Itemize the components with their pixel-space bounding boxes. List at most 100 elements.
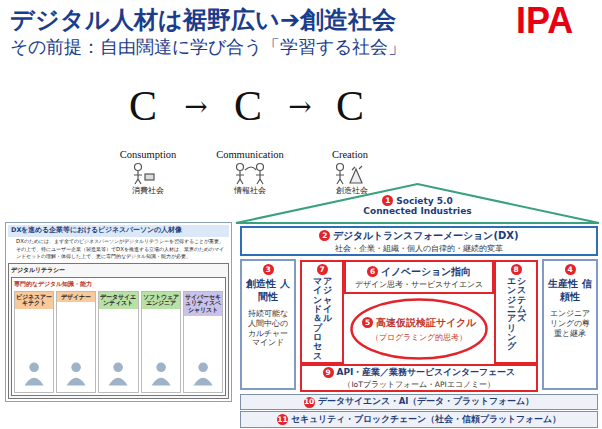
role-icon	[99, 358, 137, 388]
role-icon	[142, 358, 180, 388]
text-row: 5高速仮説検証サイクル	[362, 316, 476, 330]
letter: C	[129, 82, 157, 130]
node-heading: API・産業／業務サービスインターフェース	[337, 366, 516, 379]
role-box: ソフトウェアエンジニア	[141, 291, 181, 393]
role-icon	[184, 358, 222, 388]
icon-head	[198, 362, 208, 372]
stage-name: Creation	[332, 149, 368, 161]
callout-number: 7	[317, 264, 328, 275]
node-heading: セキュリティ・ブロックチェーン（社会・信頼プラットフォーム）	[291, 414, 561, 426]
stage-society: 情報社会	[234, 186, 266, 195]
text-row: 10データサイエンス・AI（データ・プラットフォーム）	[304, 396, 535, 408]
icon-body	[109, 378, 128, 386]
band-box: 6イノベーション指向デザイン思考・サービスサイエンス	[344, 260, 494, 294]
icon-head	[29, 362, 39, 372]
callout-number: 2	[319, 230, 330, 241]
stage-society: 創造社会	[336, 186, 368, 195]
roof-shape	[236, 184, 599, 223]
callout-number: 6	[367, 266, 378, 277]
icon-body	[151, 378, 170, 386]
role-icon	[57, 358, 95, 388]
vertical-text: システムズ	[517, 277, 526, 352]
node-subtext: デザイン思考・サービスサイエンス	[355, 280, 483, 290]
callout-number: 11	[277, 414, 288, 425]
text-columns: アジャイルマインド＆プロセス	[313, 277, 332, 361]
pillar-box: 3 創造性 人間性持続可能な人間中心のカルチャーマインド	[240, 259, 296, 390]
stage-name: Communication	[216, 149, 284, 161]
role-name: サイバーセキュリティスペシャリスト	[184, 292, 222, 316]
node-heading: 創造性 人間性	[245, 278, 291, 303]
band-box: 10データサイエンス・AI（データ・プラットフォーム）	[240, 394, 598, 410]
callout-number: 1	[382, 195, 393, 206]
band-box: 2デジタルトランスフォーメーション(DX)社会・企業・組織・個人の自律的・継続的…	[240, 226, 598, 256]
role-box: デザイナー	[56, 291, 96, 393]
bullet-text: その上で、特にユーザー企業（製造業等）でDXを推進する立場の人材は、業界のための…	[8, 245, 229, 260]
icon-body	[25, 378, 44, 386]
role-name: データサイエンティスト	[99, 292, 137, 309]
role-name: ソフトウェアエンジニア	[142, 292, 180, 309]
box-heading: 専門的なデジタル知識・能力	[14, 280, 223, 289]
cycle-oval: 5高速仮説検証サイクル （プログラミング的思考）	[350, 298, 488, 360]
node-subtext: （プログラミング的思考）	[371, 332, 467, 343]
node-heading: 生産性 信頼性	[547, 278, 593, 303]
callout-number: 8	[511, 264, 522, 275]
logo: IPA	[516, 0, 573, 41]
oval-outline	[350, 298, 488, 360]
vertical-text: マインド＆プロセス	[313, 277, 322, 361]
node-subtext: 持続可能な人間中心のカルチャーマインド	[245, 309, 291, 348]
letter: C	[234, 82, 262, 130]
roof-triangle: 1Society 5.0Connected Industries	[235, 183, 600, 224]
role-name: ビジネスアーキテクト	[15, 292, 53, 309]
text-row: 11セキュリティ・ブロックチェーン（社会・信頼プラットフォーム）	[277, 414, 561, 426]
literacy-box: デジタルリテラシー専門的なデジタル知識・能力ビジネスアーキテクトデザイナーデータ…	[8, 263, 229, 399]
icon-body	[193, 378, 212, 386]
subtitle: その前提：自由闊達に学び合う「学習する社会」	[10, 37, 406, 58]
box-heading: デジタルリテラシー	[11, 266, 226, 275]
vertical-text: アジャイル	[323, 277, 332, 361]
role-name: デザイナー	[57, 292, 95, 303]
role-box: サイバーセキュリティスペシャリスト	[183, 291, 223, 393]
letter: C	[336, 82, 364, 130]
icon-body	[67, 378, 86, 386]
node-subtext: エンジニアリングの尊重と継承	[547, 309, 593, 338]
vertical-text: エンジニアリング	[507, 277, 516, 352]
icon-head	[156, 362, 166, 372]
role-icon	[15, 358, 53, 388]
node-subtext: 社会・企業・組織・個人の自律的・継続的変革	[335, 244, 503, 254]
persona-panel: DXを進める企業等におけるビジネスパーソンの人材像DXのためには、まず全てのビジ…	[5, 222, 232, 402]
band-box: 9API・産業／業務サービスインターフェース（IoTプラットフォーム・APIエコ…	[300, 364, 538, 392]
person-icons	[134, 164, 362, 185]
title: デジタル人材は裾野広い➔創造社会	[10, 4, 396, 36]
node-heading: Society 5.0	[396, 196, 452, 206]
red-column: 8 システムズエンジニアリング	[494, 260, 538, 364]
callout-number: 3	[263, 264, 274, 275]
node-heading: イノベーション指向	[381, 265, 471, 279]
node-heading: データサイエンス・AI（データ・プラットフォーム）	[318, 396, 535, 408]
node-heading: Connected Industries	[363, 206, 471, 216]
callout-number: 5	[362, 317, 373, 328]
skill-box: 専門的なデジタル知識・能力ビジネスアーキテクトデザイナーデータサイエンティストソ…	[11, 277, 226, 396]
text-row: 2デジタルトランスフォーメーション(DX)	[319, 229, 518, 243]
text-row: 6イノベーション指向	[367, 265, 471, 279]
bullet-text: DXのためには、まず全てのビジネスパーソンがデジタルリテラシーを習得することが重…	[8, 237, 229, 245]
icon-head	[114, 362, 124, 372]
text-columns: システムズエンジニアリング	[507, 277, 526, 352]
panel-heading: DXを進める企業等におけるビジネスパーソンの人材像	[8, 225, 229, 237]
oval-shape	[352, 300, 487, 359]
arrow-symbol: →	[184, 91, 207, 123]
red-column: 7 アジャイルマインド＆プロセス	[300, 260, 344, 364]
node-heading: 高速仮説検証サイクル	[376, 316, 476, 330]
callout-number: 10	[304, 397, 315, 408]
arrow-symbol: →	[288, 91, 311, 123]
node-subtext: （IoTプラットフォーム・APIエコノミー）	[343, 380, 494, 390]
stage-society: 消費社会	[132, 186, 164, 195]
node-heading: デジタルトランスフォーメーション(DX)	[333, 229, 518, 243]
stage-name: Consumption	[120, 149, 177, 161]
role-box: ビジネスアーキテクト	[14, 291, 54, 393]
callout-number: 4	[565, 264, 576, 275]
callout-number: 9	[323, 367, 334, 378]
icon-head	[72, 362, 82, 372]
text-row: 9API・産業／業務サービスインターフェース	[323, 366, 516, 379]
pillar-box: 4 生産性 信頼性エンジニアリングの尊重と継承	[542, 259, 598, 390]
band-box: 11セキュリティ・ブロックチェーン（社会・信頼プラットフォーム）	[240, 411, 598, 428]
